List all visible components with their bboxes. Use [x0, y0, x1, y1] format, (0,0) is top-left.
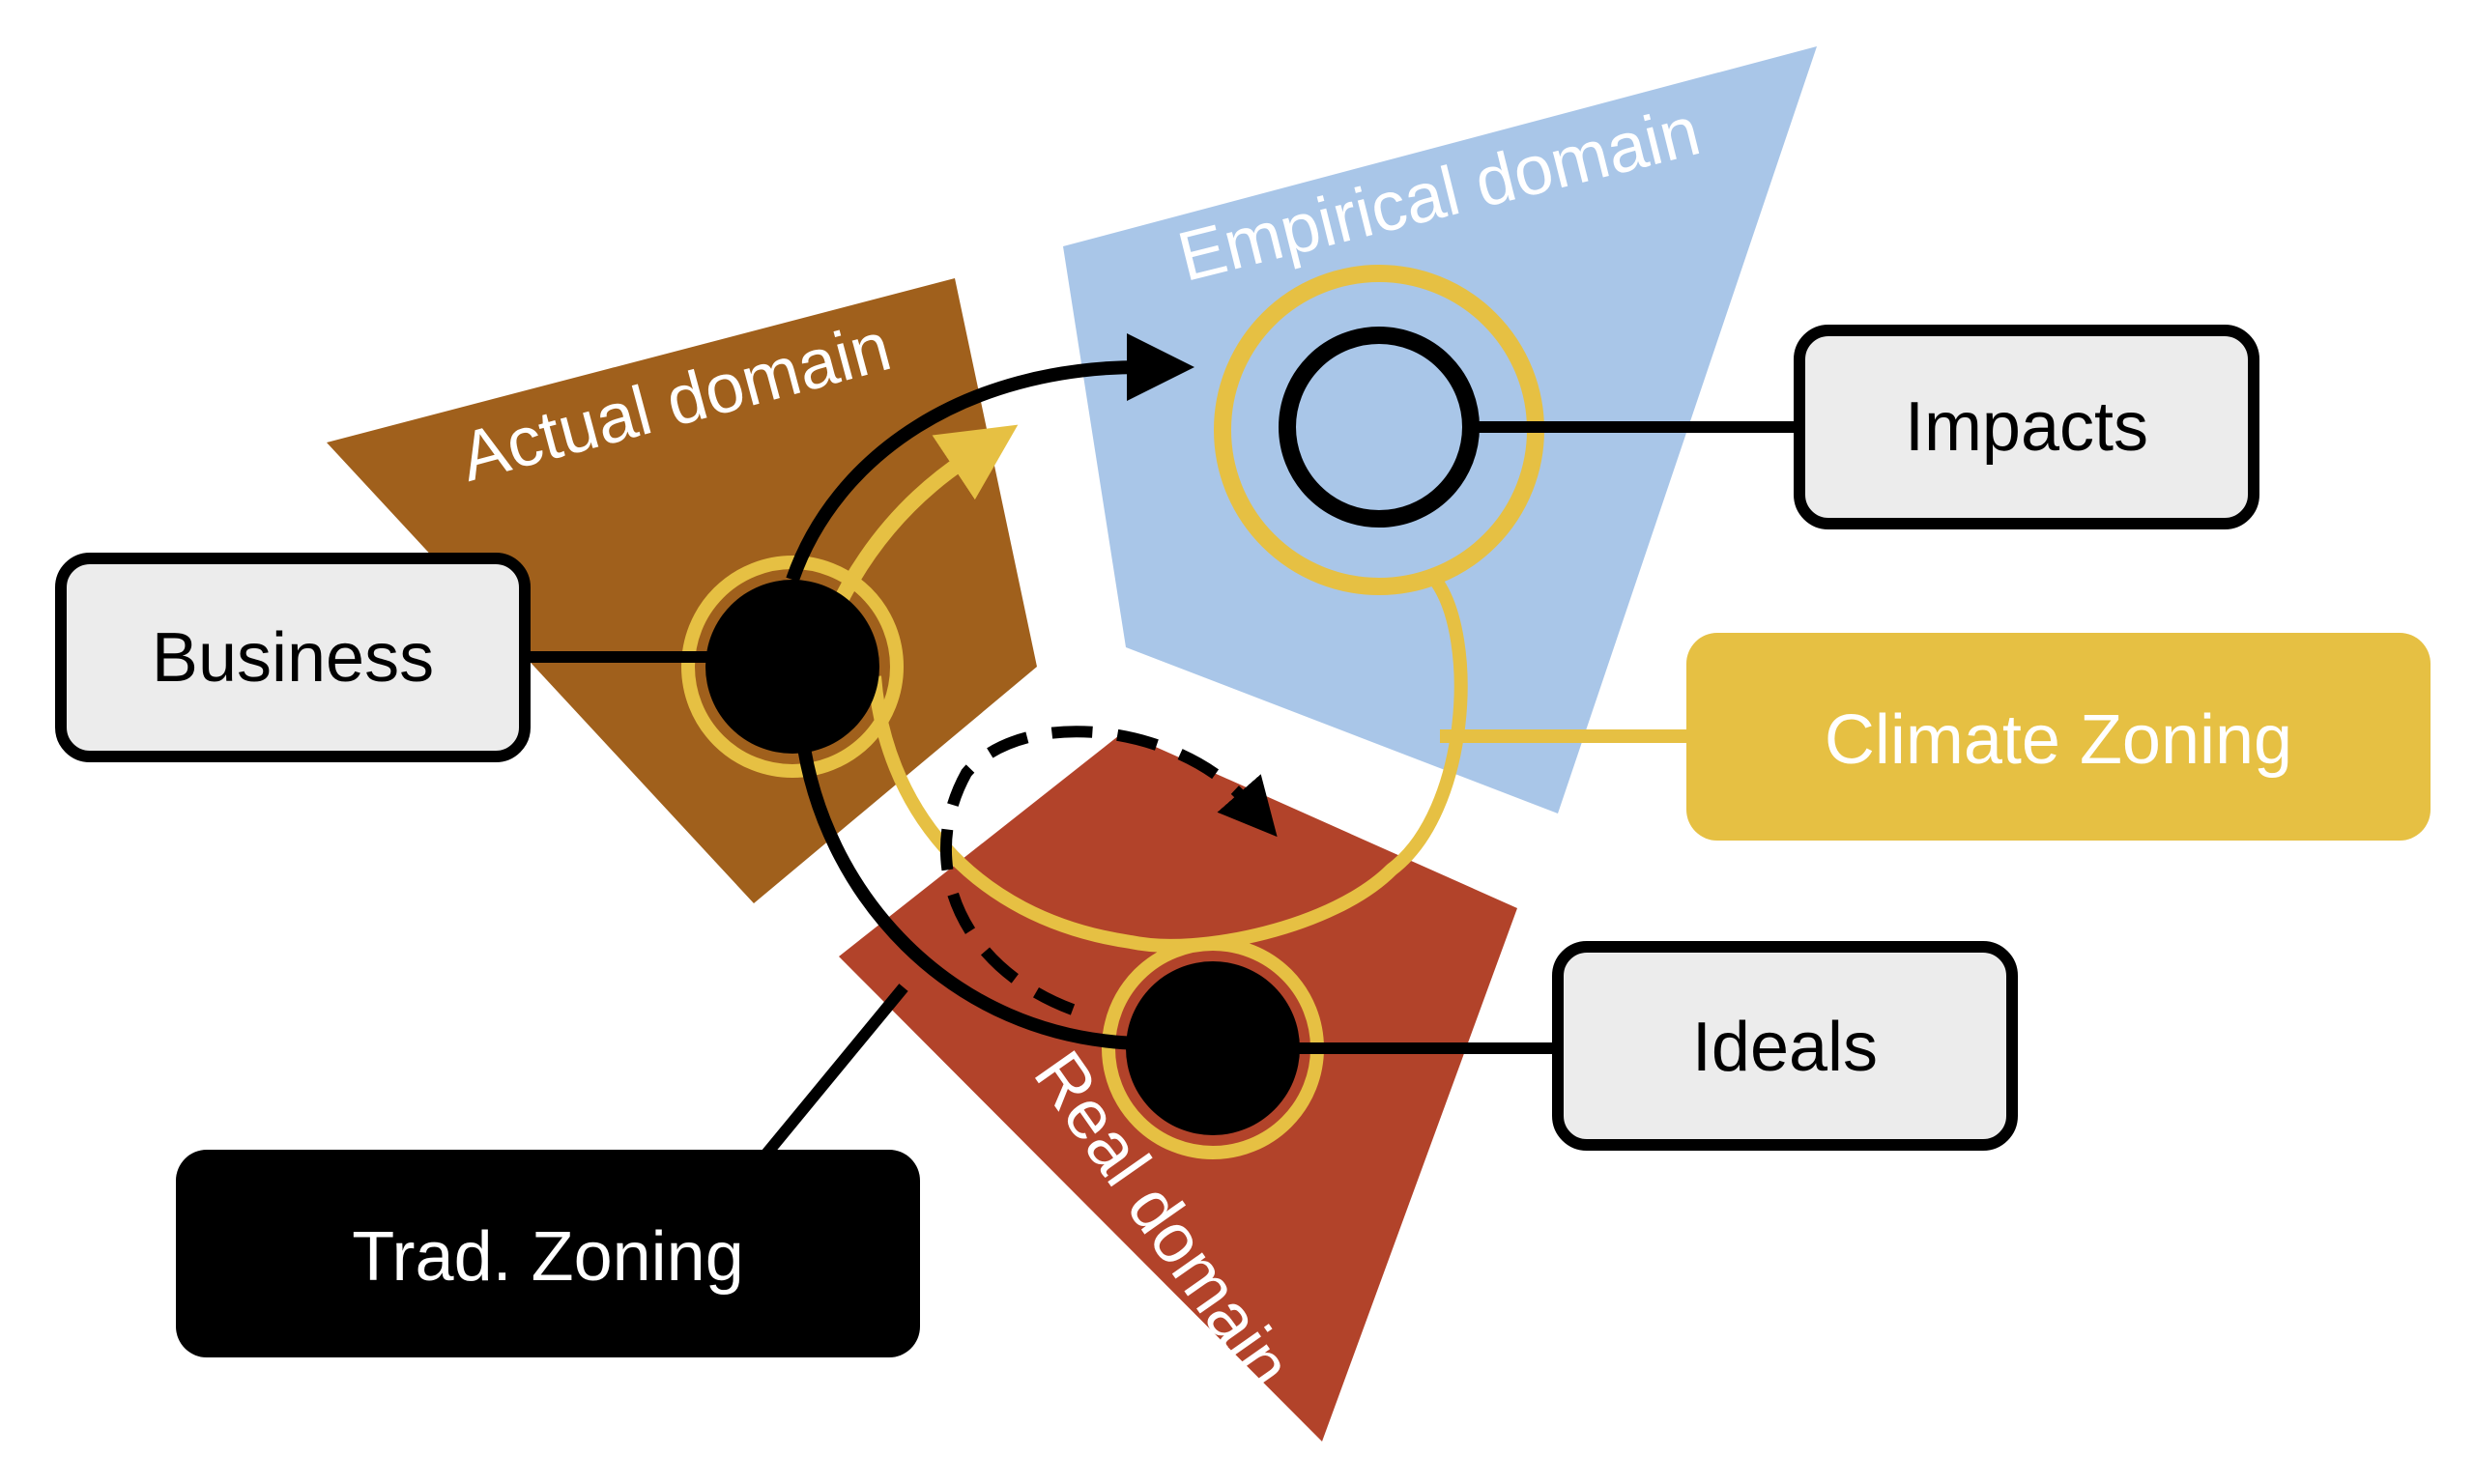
trad-zoning-box: Trad. Zoning: [176, 1150, 920, 1357]
ideals-node: [1126, 961, 1300, 1135]
business-label: Business: [152, 619, 434, 697]
ideals-box: Ideals: [1552, 941, 2018, 1151]
climate-zoning-box: Climate Zoning: [1686, 633, 2431, 841]
trad-zoning-connector: [759, 984, 908, 1161]
dashed-real-arrow: [940, 726, 1278, 1015]
empirical-node: [1279, 327, 1480, 528]
trad-zoning-label: Trad. Zoning: [352, 1218, 744, 1296]
business-box: Business: [55, 553, 531, 762]
business-to-ideals-arc: [795, 733, 1141, 1050]
business-node: [705, 580, 879, 754]
impacts-label: Impacts: [1905, 388, 2148, 466]
ideals-label: Ideals: [1692, 1009, 1878, 1086]
impacts-box: Impacts: [1794, 325, 2259, 529]
climate-zoning-label: Climate Zoning: [1825, 701, 2292, 779]
business-to-impacts-arrow: [786, 333, 1194, 583]
